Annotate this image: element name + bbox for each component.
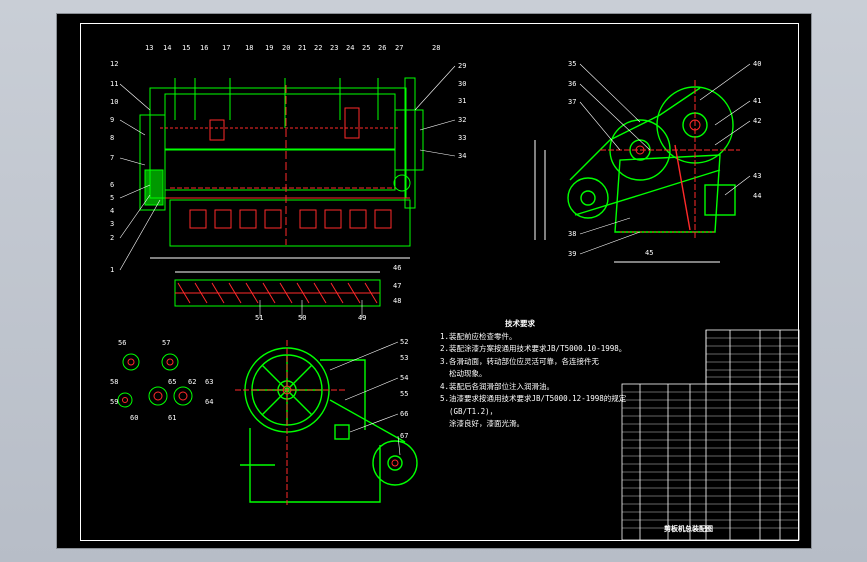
side-view — [534, 86, 736, 263]
callout-63: 63 — [205, 378, 213, 386]
callout-11: 11 — [110, 80, 118, 88]
callout-26: 26 — [378, 44, 386, 52]
callout-64: 64 — [205, 398, 213, 406]
callout-52: 52 — [400, 338, 408, 346]
callout-17: 17 — [222, 44, 230, 52]
technical-requirements: 技术要求 1.装配前应检查零件。 2.装配涂漆方案按通用技术要求JB/T5000.1… — [440, 318, 627, 431]
callout-59: 59 — [110, 398, 118, 406]
callout-29: 29 — [458, 62, 466, 70]
callout-44: 44 — [753, 192, 761, 200]
callout-8: 8 — [110, 134, 114, 142]
tech-line-5: 4.装配后各润滑部位注入润滑油。 — [440, 381, 555, 391]
callout-32: 32 — [458, 116, 466, 124]
callout-58: 58 — [110, 378, 118, 386]
callout-42: 42 — [753, 117, 761, 125]
callout-40: 40 — [753, 60, 761, 68]
callout-24: 24 — [346, 44, 354, 52]
callout-66: 66 — [400, 410, 408, 418]
drawing-sheet — [56, 13, 812, 549]
callout-15: 15 — [182, 44, 190, 52]
callout-65: 65 — [168, 378, 176, 386]
blade-section — [174, 271, 381, 307]
callout-4: 4 — [110, 207, 114, 215]
callout-61: 61 — [168, 414, 176, 422]
callout-25: 25 — [362, 44, 370, 52]
callout-21: 21 — [298, 44, 306, 52]
callout-16: 16 — [200, 44, 208, 52]
tech-line-2: 2.装配涂漆方案按通用技术要求JB/T5000.10-1998。 — [440, 344, 627, 353]
callout-13: 13 — [145, 44, 153, 52]
small-details — [117, 353, 193, 408]
tech-line-4: 松动现象。 — [440, 369, 487, 378]
callout-38: 38 — [568, 230, 576, 238]
tech-line-3: 3.各滑动面，转动部位应灵活可靠，各连接件无 — [440, 356, 600, 366]
callout-41: 41 — [753, 97, 761, 105]
callout-56: 56 — [118, 339, 126, 347]
callout-55: 55 — [400, 390, 408, 398]
callout-48: 48 — [393, 297, 401, 305]
callout-3: 3 — [110, 220, 114, 228]
callout-45: 45 — [645, 249, 653, 257]
bom-table — [621, 329, 800, 541]
callout-53: 53 — [400, 354, 408, 362]
callout-12: 12 — [110, 60, 118, 68]
callout-57: 57 — [162, 339, 170, 347]
bom-title: 剪板机总装配图 — [664, 525, 713, 533]
callout-18: 18 — [245, 44, 253, 52]
callout-60: 60 — [130, 414, 138, 422]
tech-line-7: (GB/T1.2)， — [440, 406, 498, 416]
callout-54: 54 — [400, 374, 408, 382]
callout-47: 47 — [393, 282, 401, 290]
callout-35: 35 — [568, 60, 576, 68]
callout-2: 2 — [110, 234, 114, 242]
callout-31: 31 — [458, 97, 466, 105]
tech-line-1: 1.装配前应检查零件。 — [440, 331, 517, 341]
callout-22: 22 — [314, 44, 322, 52]
tech-line-6: 5.油漆要求按通用技术要求JB/T5000.12-1998的规定 — [440, 394, 627, 403]
callout-39: 39 — [568, 250, 576, 258]
callout-34: 34 — [458, 152, 466, 160]
callout-1: 1 — [110, 266, 114, 274]
callout-62: 62 — [188, 378, 196, 386]
callout-36: 36 — [568, 80, 576, 88]
rear-view — [240, 347, 418, 503]
callout-33: 33 — [458, 134, 466, 142]
tech-heading: 技术要求 — [505, 319, 535, 328]
callout-19: 19 — [265, 44, 273, 52]
bom-rows — [622, 337, 799, 529]
callout-labels: 13 14 15 16 17 18 19 20 21 22 23 24 25 2… — [110, 44, 761, 440]
front-view-details — [160, 85, 410, 245]
callout-30: 30 — [458, 80, 466, 88]
callout-51: 51 — [255, 314, 263, 322]
callout-6: 6 — [110, 181, 114, 189]
callout-9: 9 — [110, 116, 114, 124]
callout-10: 10 — [110, 98, 118, 106]
callout-67: 67 — [400, 432, 408, 440]
drawing-frame — [80, 23, 799, 541]
callout-28: 28 — [432, 44, 440, 52]
front-view — [139, 77, 424, 259]
callout-23: 23 — [330, 44, 338, 52]
callout-14: 14 — [163, 44, 171, 52]
callout-20: 20 — [282, 44, 290, 52]
tech-line-8: 涂漆良好，漆面光滑。 — [440, 419, 525, 428]
callout-46: 46 — [393, 264, 401, 272]
callout-43: 43 — [753, 172, 761, 180]
callout-5: 5 — [110, 194, 114, 202]
callout-27: 27 — [395, 44, 403, 52]
leader-lines — [119, 63, 751, 456]
callout-7: 7 — [110, 154, 114, 162]
callout-37: 37 — [568, 98, 576, 106]
